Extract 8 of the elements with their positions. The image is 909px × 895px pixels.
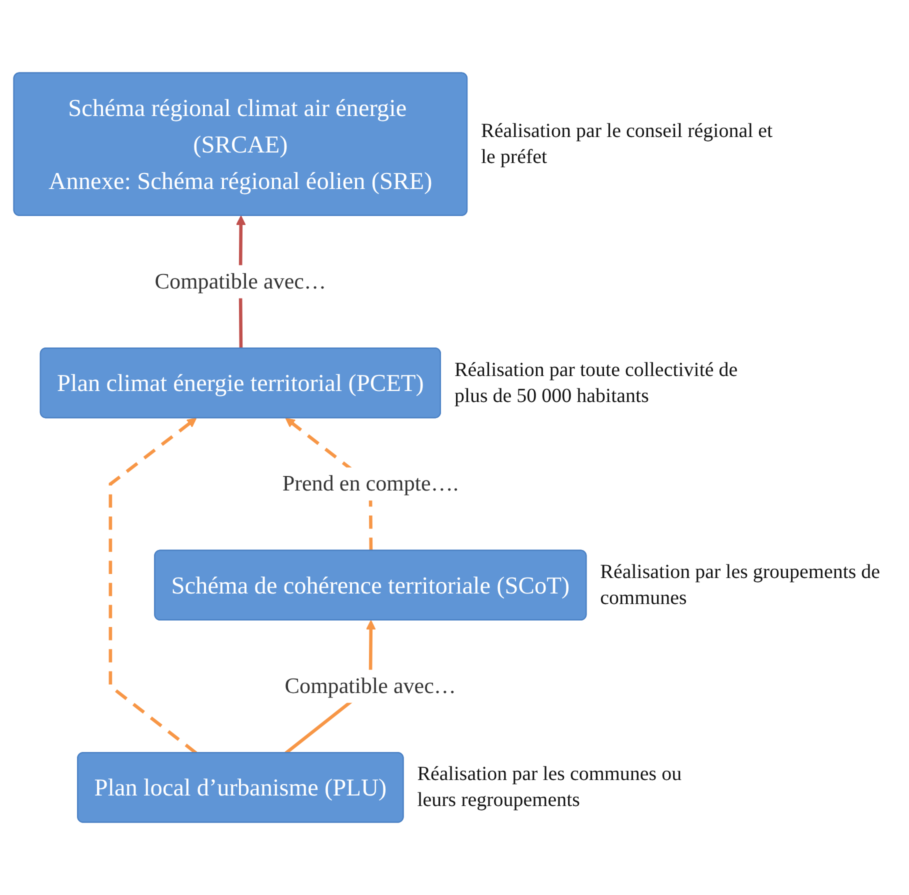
edge-label: Prend en compte…. — [282, 472, 458, 496]
side-note: Réalisation par les communes ou leurs regroupements — [417, 762, 683, 814]
edge-label: Compatible avec… — [284, 674, 456, 698]
arrow — [108, 418, 198, 754]
side-note: Réalisation par le conseil régional et le préfet — [481, 119, 774, 170]
side-note: Réalisation par les groupements de communes — [600, 560, 882, 612]
edge-label: Compatible avec… — [154, 270, 326, 294]
side-note: Réalisation par toute collectivité de plus de 50 000 habitants — [454, 358, 739, 409]
